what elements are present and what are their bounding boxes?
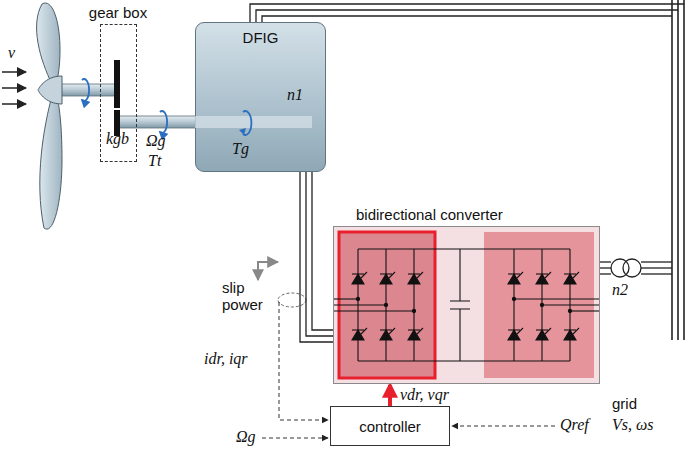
grid-label: grid [612,396,637,413]
current-sensor [278,293,306,307]
rotor-currents: idr, iqr [204,350,248,368]
generator-torque: Tg [232,140,249,158]
slip-power-arrow [258,262,278,280]
wind-speed: ν [8,44,15,62]
grid-voltage: Vs, ωs [612,416,654,434]
grid-bus [672,0,684,340]
turns-ratio: n1 [287,86,303,104]
node-text: DFIG [196,29,325,46]
converter-box: bidirectional converter [333,226,600,384]
stator-lines [250,4,684,22]
thyristor-bridges [334,249,599,361]
rotation-arrow [82,79,89,101]
node-text: bidirectional converter [356,206,503,223]
arrow-head [239,128,246,135]
converter-circuit [334,227,599,383]
speed-input: Ωg [236,428,256,446]
transformer-symbol [611,259,641,277]
shaft-speed: Ωg [146,132,166,150]
high-speed-shaft [116,116,196,128]
connector [390,385,391,406]
wind-arrows [2,72,26,104]
controller-box: controller [330,406,450,446]
nose-cone [38,76,62,104]
rotor-shaft [195,116,312,128]
turns-ratio: n2 [612,281,628,299]
rotation-arrow [160,111,167,133]
gear-wheel [114,60,120,108]
reactive-power-ref: Qref [560,416,589,434]
shaft-torque: Tt [148,152,161,170]
connector [300,172,333,342]
rotor-blades [37,3,62,229]
gear-ratio: kgb [106,130,129,148]
node-text: gear box [86,4,150,21]
generator-box: DFIG [195,22,326,172]
slip-power-label: slip power [222,280,266,313]
edge-label: vdr, vqr [400,386,449,404]
node-text: controller [359,418,421,435]
